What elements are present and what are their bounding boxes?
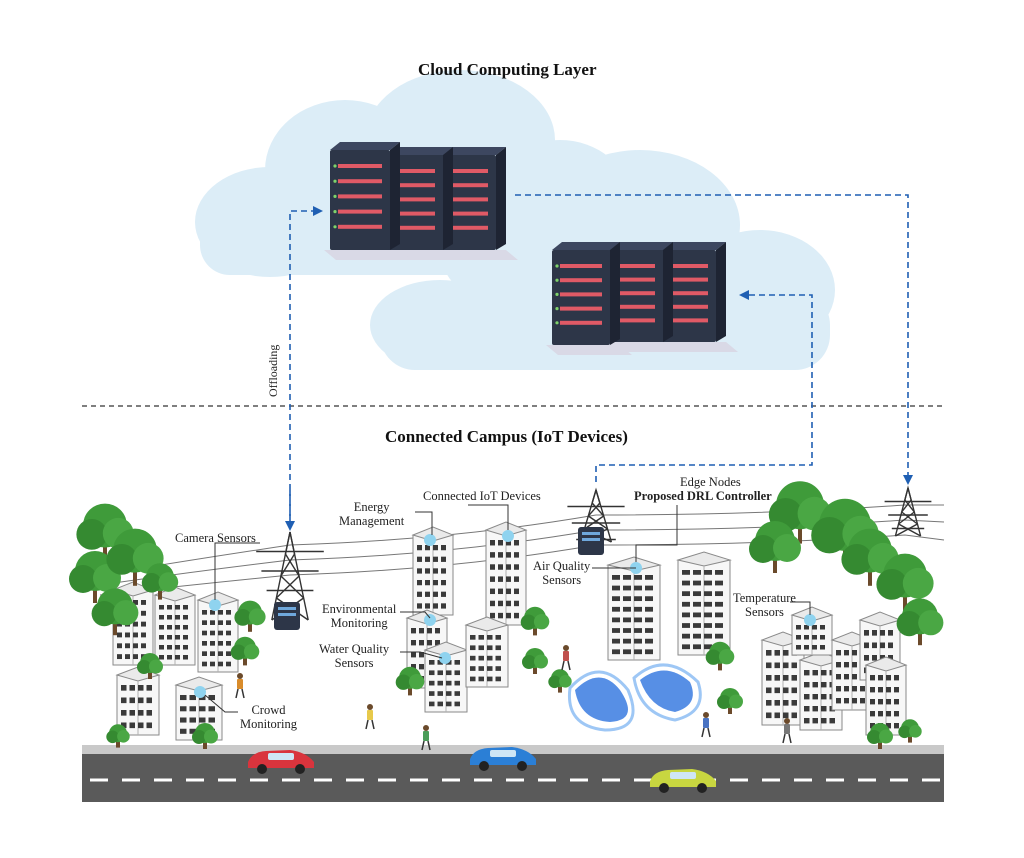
crowd-monitoring-label: Crowd Monitoring (240, 703, 297, 731)
campus-title: Connected Campus (IoT Devices) (385, 427, 628, 446)
label-leaders (204, 504, 811, 713)
data-flow-arrows (285, 194, 913, 531)
tree-icon (69, 481, 944, 749)
camera-sensors-label: Camera Sensors (175, 531, 256, 545)
drl-controller-label: Proposed DRL Controller (634, 489, 772, 503)
arrow-camera-to-cloud (289, 206, 323, 520)
water-quality-sensors-label: Water Quality Sensors (319, 642, 390, 670)
air-quality-sensors-label: Air Quality Sensors (533, 559, 591, 587)
environmental-monitoring-label: Environmental Monitoring (322, 602, 397, 630)
person-icon (235, 645, 792, 751)
server-rack-icon (324, 142, 518, 260)
edge-nodes-label: Edge Nodes (680, 475, 741, 489)
temperature-sensors-label: Temperature Sensors (733, 591, 796, 619)
energy-management-label: Energy Management (339, 500, 405, 528)
edge-node-icon (274, 527, 604, 630)
connected-iot-devices-label: Connected IoT Devices (423, 489, 541, 503)
offloading-label: Offloading (266, 344, 280, 397)
cloud-layer-title: Cloud Computing Layer (418, 60, 597, 79)
arrow-cloud-to-temperature-tower (515, 194, 913, 485)
server-rack-icon (546, 242, 738, 355)
car-icon (248, 747, 716, 793)
arrow-edge-to-cloud (595, 290, 813, 482)
water-feature (567, 663, 702, 732)
